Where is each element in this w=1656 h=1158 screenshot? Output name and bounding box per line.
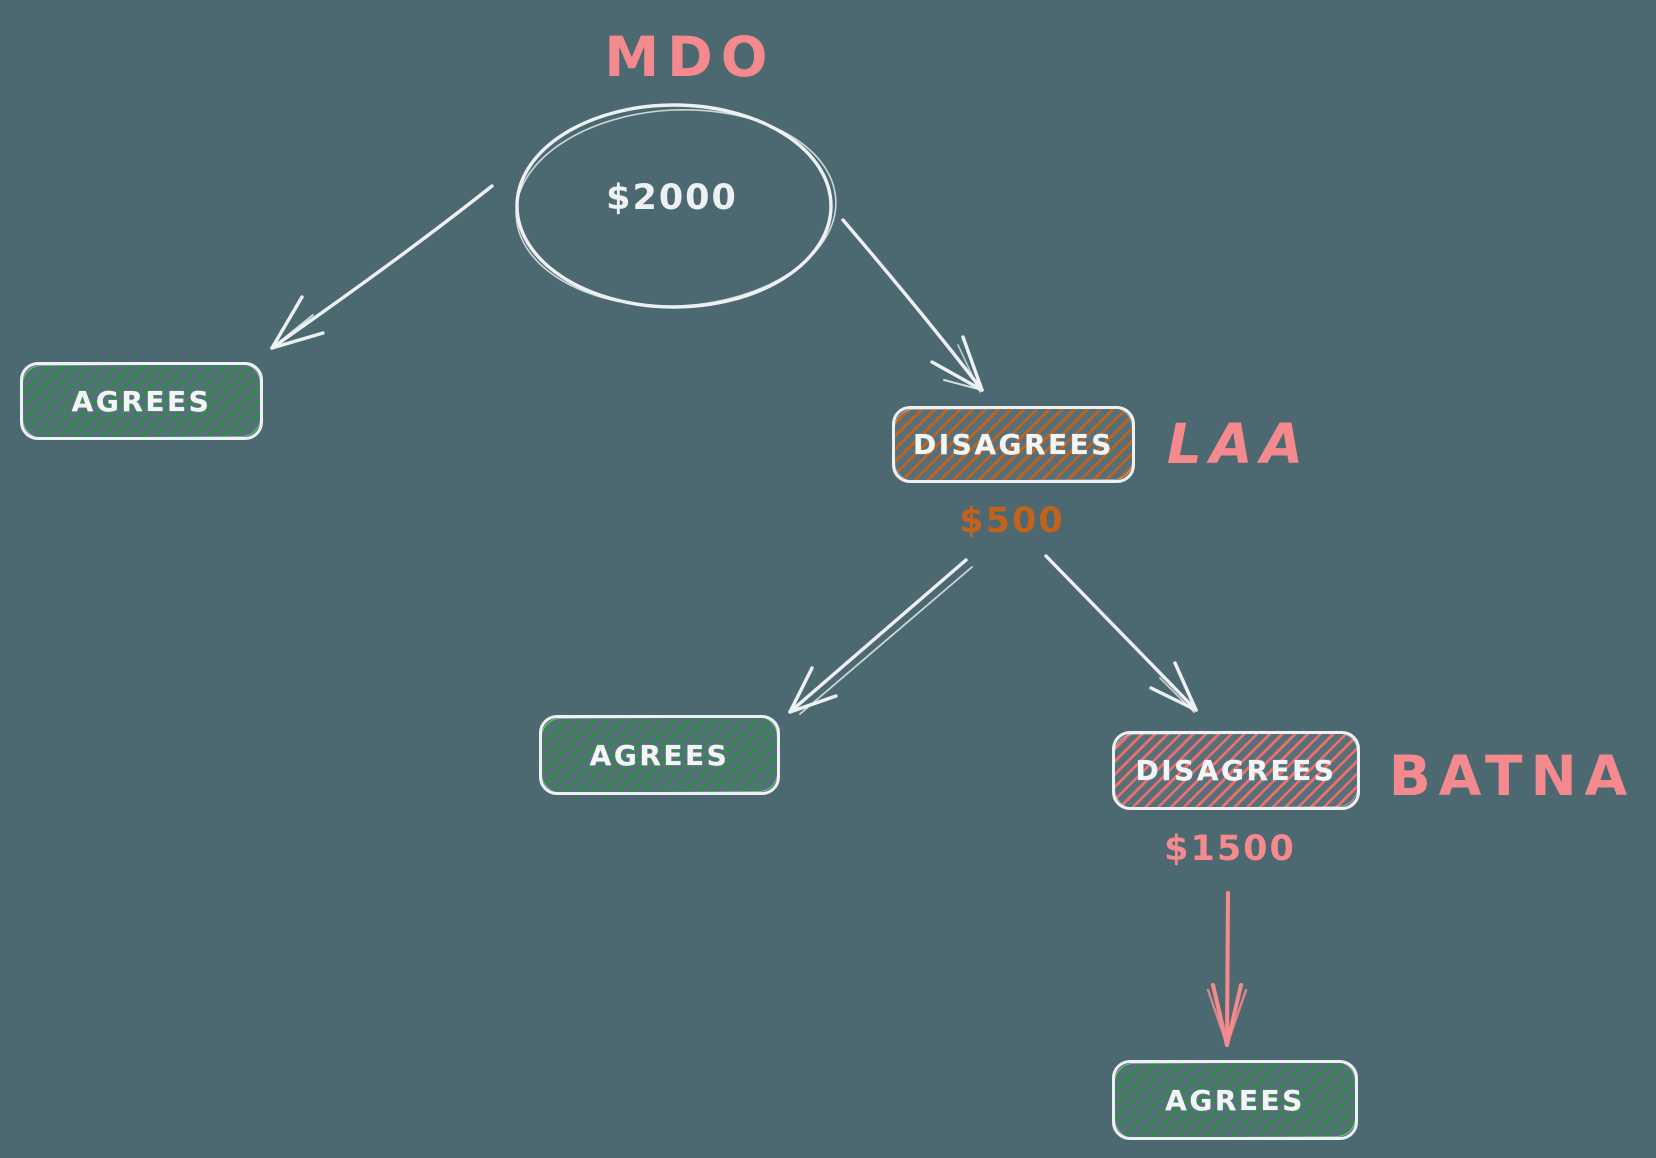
node-disagrees-laa-label: DISAGREES — [913, 428, 1114, 461]
mdo-node-ellipse — [515, 103, 837, 309]
arrow-laa-to-agrees-mid — [788, 558, 973, 715]
laa-amount: $500 — [959, 501, 1065, 541]
node-agrees-left: AGREES — [20, 362, 263, 440]
batna-amount: $1500 — [1164, 829, 1296, 869]
node-agrees-mid-label: AGREES — [589, 738, 730, 772]
node-agrees-mid: AGREES — [539, 715, 780, 795]
batna-title: BATNA — [1388, 744, 1636, 808]
mdo-amount: $2000 — [606, 178, 738, 218]
node-agrees-bottom-label: AGREES — [1165, 1083, 1305, 1117]
node-disagrees-laa: DISAGREES — [892, 406, 1135, 483]
arrow-mdo-to-agrees-left — [270, 184, 494, 350]
arrow-laa-to-disagrees-batna — [1044, 554, 1198, 713]
node-agrees-left-label: AGREES — [71, 384, 212, 418]
node-disagrees-batna-label: DISAGREES — [1135, 754, 1337, 787]
mdo-title: MDO — [604, 25, 776, 89]
arrow-mdo-to-disagrees-laa — [841, 218, 984, 393]
arrow-batna-to-agrees-bottom — [1206, 891, 1248, 1047]
laa-title: LAA — [1166, 412, 1312, 476]
node-disagrees-batna: DISAGREES — [1112, 731, 1360, 810]
node-agrees-bottom: AGREES — [1112, 1060, 1358, 1140]
